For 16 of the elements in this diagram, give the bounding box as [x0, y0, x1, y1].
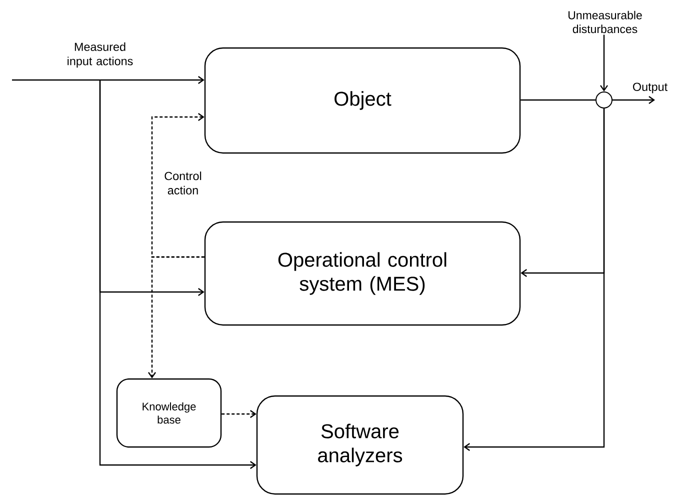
arrow	[464, 108, 605, 451]
arrow	[612, 96, 656, 104]
process-box: Knowledge base	[116, 378, 222, 448]
arrow	[600, 34, 608, 92]
process-box: Object	[204, 47, 521, 154]
arrow	[148, 256, 204, 378]
process-box: Software analyzers	[256, 395, 464, 495]
process-box: Operational control system (MES)	[204, 221, 521, 326]
edge-label: Output	[633, 82, 668, 94]
arrow	[222, 410, 256, 418]
caption-text: Unmeasurable disturbances	[568, 10, 642, 34]
arrow	[12, 76, 204, 84]
arrow	[99, 80, 256, 469]
summing-junction	[596, 92, 613, 108]
edge-label: Measured input actions	[68, 42, 133, 68]
edge-label: Control action	[164, 172, 202, 194]
